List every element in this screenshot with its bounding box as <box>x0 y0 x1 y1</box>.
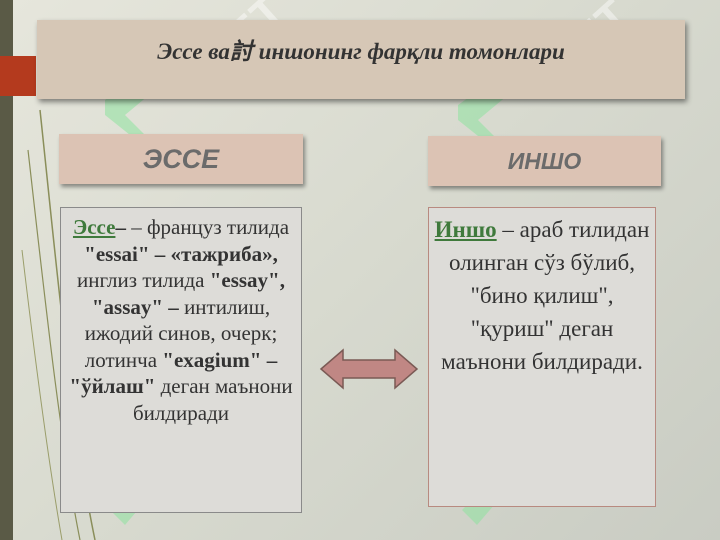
right-header: ИНШО <box>428 136 661 186</box>
text-segment: инглиз тилида <box>77 268 210 292</box>
text-segment: "essay", "assay" – <box>91 268 285 319</box>
text-segment: "essai" – «тажриба», <box>84 241 278 266</box>
text-segment: – <box>115 215 126 239</box>
essay-definition-box: Эссе– – француз тилида "essai" – «тажриб… <box>60 207 302 513</box>
left-header: ЭССЕ <box>59 134 303 184</box>
left-accent-bar <box>0 0 13 540</box>
double-arrow-icon <box>319 348 419 390</box>
insho-definition-box: Иншо – араб тилидан олинган сўз бўлиб, "… <box>428 207 656 507</box>
text-segment: – француз тилида <box>125 215 290 239</box>
text-segment: – араб тилидан олинган сўз бўлиб, "бино … <box>441 217 650 374</box>
red-accent-block <box>0 56 36 96</box>
left-header-label: ЭССЕ <box>142 143 220 174</box>
essay-term: Эссе <box>72 215 116 239</box>
text-segment: деган маънони билдиради <box>132 374 293 425</box>
text-segment: интилиш, ижодий синов, очерк; лотинча <box>84 294 278 372</box>
text-segment: "exagium" – "ўйлаш" <box>69 347 278 399</box>
slide-title: Эссе ва討 иншонинг фарқли томонлари <box>157 39 565 64</box>
insho-term: Иншо <box>434 217 497 242</box>
right-header-label: ИНШО <box>507 147 582 174</box>
title-box: Эссе ва討 иншонинг фарқли томонлари <box>37 20 685 99</box>
